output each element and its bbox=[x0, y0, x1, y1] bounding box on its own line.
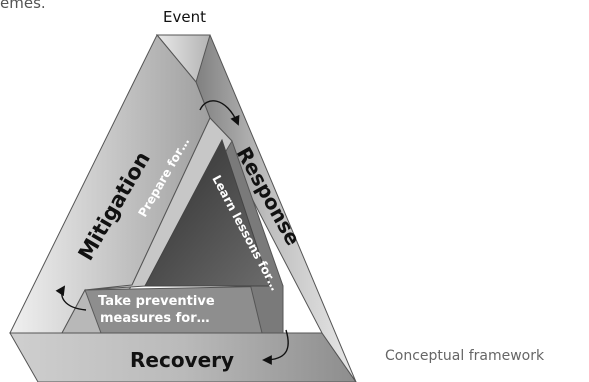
caption: Conceptual framework bbox=[385, 348, 545, 364]
label-take-line2: measures for… bbox=[100, 311, 210, 326]
inner-left-face bbox=[84, 117, 233, 291]
label-take-line1: Take preventive bbox=[98, 294, 215, 309]
bottom-step bbox=[10, 288, 102, 334]
event-label: Event bbox=[163, 8, 206, 26]
phase-recovery: Recovery bbox=[130, 348, 234, 372]
arrow-bottom-right bbox=[262, 329, 289, 365]
arrow-top-right bbox=[199, 100, 240, 126]
inner-hole bbox=[144, 138, 271, 287]
header-snippet: emes. bbox=[0, 0, 46, 12]
arrow-bottom-left bbox=[55, 285, 87, 311]
penrose-frame bbox=[9, 34, 357, 382]
